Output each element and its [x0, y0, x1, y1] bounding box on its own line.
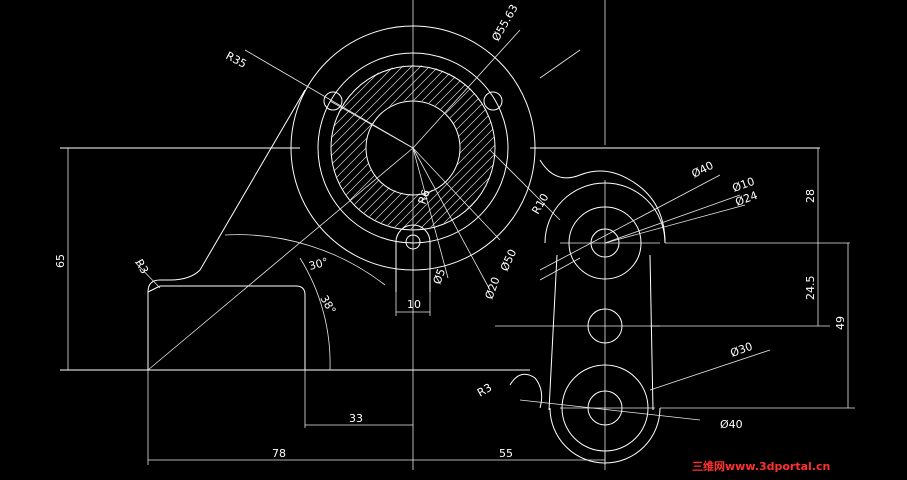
dim-d40-bottom: Ø40 [720, 418, 743, 431]
dim-r6: R6 [416, 188, 433, 206]
dim-d50: Ø50 [498, 247, 519, 273]
dim-v28: 28 [804, 189, 817, 203]
right-link [509, 159, 666, 464]
dim-v245: 24.5 [804, 276, 817, 301]
hatch-line [330, 65, 495, 229]
watermark: 三维网www.3dportal.cn [692, 459, 830, 473]
dim-d40-top: Ø40 [689, 159, 715, 181]
hatch-line [330, 65, 495, 229]
hatch-line [330, 65, 469, 229]
dimension-texts: R35 Ø55.63 Ø40 Ø10 Ø24 R10 Ø50 Ø20 Ø5 R6… [54, 2, 847, 460]
dim-v49: 49 [834, 316, 847, 330]
hatch-line [330, 65, 495, 229]
hatch-line [330, 65, 495, 229]
dim-d5563: Ø55.63 [489, 2, 520, 43]
dim-r3-left: R3 [132, 257, 151, 276]
dim-a30: 30° [307, 255, 329, 273]
dim-h78: 78 [272, 447, 286, 460]
dim-w10: 10 [407, 298, 421, 311]
left-bracket [60, 89, 820, 371]
dim-r10: R10 [529, 191, 551, 216]
dim-h33: 33 [349, 412, 363, 425]
hatch-line [330, 65, 442, 229]
hatch-line [330, 65, 451, 229]
dim-r3-bottom: R3 [475, 381, 494, 400]
dim-d5: Ø5 [431, 267, 449, 286]
dim-a38: 38° [317, 293, 338, 316]
hatch-line [330, 65, 460, 229]
dim-r35: R35 [224, 49, 249, 71]
dimension-lines [67, 29, 855, 465]
dim-d20: Ø20 [483, 275, 503, 301]
hatch-line [330, 65, 433, 229]
dim-v65: 65 [54, 254, 67, 268]
hatch-line [371, 65, 495, 229]
hatch-line [380, 65, 495, 229]
dim-h55: 55 [499, 447, 513, 460]
